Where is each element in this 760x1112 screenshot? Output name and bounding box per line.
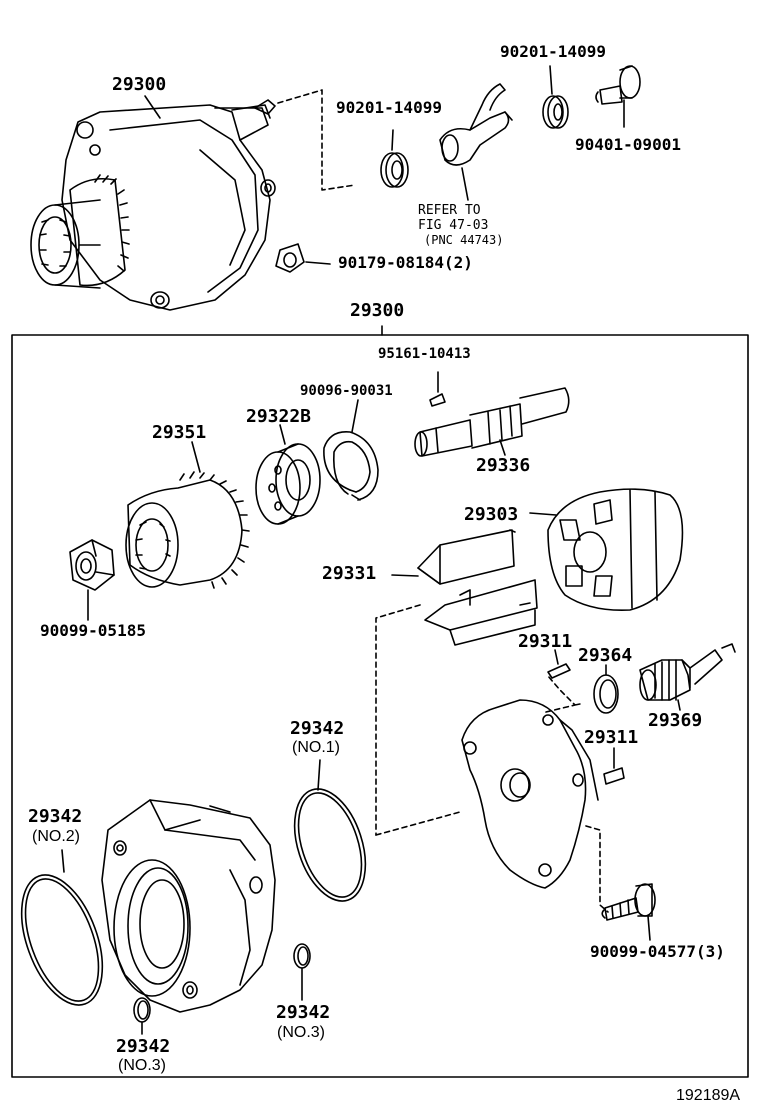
leader: [191, 441, 201, 473]
rotor: [547, 488, 684, 612]
shaft-nut: [69, 539, 115, 591]
bolt: [601, 883, 656, 921]
nut-top: [275, 243, 305, 273]
rotor-shaft: [414, 387, 570, 457]
leader: [647, 915, 651, 941]
o-ring-no1: [293, 788, 367, 902]
label-refer-2: FIG 47-03: [418, 218, 489, 233]
pin-b: [603, 767, 625, 785]
small-o-ring: [593, 674, 619, 714]
label-snap-ring: 90096-90031: [300, 383, 393, 399]
label-refer-1: REFER TO: [418, 203, 481, 218]
leader: [391, 129, 394, 151]
label-key: 95161-10413: [378, 346, 471, 362]
leader: [305, 261, 331, 265]
leader-dashed: [277, 89, 356, 191]
leader: [351, 399, 359, 433]
union-fitting: [439, 83, 513, 166]
leader-dashed: [375, 604, 421, 836]
label-o-ring-small: 29364: [578, 645, 633, 666]
ball-bearing: [255, 443, 321, 525]
label-bolt: 90099-04577(3): [590, 942, 725, 961]
exploded-view-frame: [11, 334, 749, 1078]
leader-dashed: [585, 825, 609, 913]
union-bolt: [595, 65, 641, 105]
label-29300-box: 29300: [350, 300, 405, 321]
label-refer-3: (PNC 44743): [424, 233, 504, 247]
leader: [554, 649, 559, 665]
o-ring-no2: [20, 874, 104, 1006]
leader-dashed: [545, 675, 581, 713]
label-pin-b: 29311: [584, 727, 639, 748]
label-gear: 29351: [152, 422, 207, 443]
label-o-ring-no3-left-sub: (NO.3): [118, 1057, 166, 1074]
label-shaft: 29336: [476, 455, 531, 476]
label-union-bolt: 90401-09001: [575, 135, 681, 154]
label-vane: 29331: [322, 563, 377, 584]
pump-housing: [101, 799, 276, 1013]
leader: [144, 95, 161, 119]
label-nut: 90099-05185: [40, 621, 146, 640]
label-o-ring-no2-sub: (NO.2): [32, 828, 80, 845]
leader: [279, 424, 286, 445]
vanes: [417, 529, 538, 646]
o-ring-no3-left: [133, 997, 151, 1023]
leader: [391, 574, 419, 577]
label-nut-top: 90179-08184(2): [338, 253, 473, 272]
leader: [461, 167, 469, 201]
label-gasket-left: 90201-14099: [336, 98, 442, 117]
label-o-ring-no3-right: 29342: [276, 1002, 331, 1023]
leader: [317, 759, 321, 791]
figure-id: 192189A: [676, 1087, 741, 1104]
drive-gear: [125, 471, 250, 589]
label-rotor: 29303: [464, 504, 519, 525]
pin-a: [547, 663, 571, 679]
label-o-ring-no2: 29342: [28, 806, 83, 827]
label-pin-a: 29311: [518, 631, 573, 652]
o-ring-no3-right: [293, 943, 311, 969]
label-29300-top: 29300: [112, 74, 167, 95]
leader: [61, 849, 65, 873]
woodruff-key: [429, 393, 446, 407]
leader: [529, 512, 557, 516]
label-bearing: 29322B: [246, 406, 312, 427]
leader: [677, 699, 681, 711]
label-gasket-right: 90201-14099: [500, 42, 606, 61]
leader-dashed: [375, 811, 461, 836]
snap-ring: [323, 431, 379, 501]
leader: [499, 439, 506, 456]
label-o-ring-no3-right-sub: (NO.3): [277, 1024, 325, 1041]
label-o-ring-no1-sub: (NO.1): [292, 739, 340, 756]
leader: [549, 65, 553, 95]
gasket-left: [380, 152, 409, 188]
label-o-ring-no1: 29342: [290, 718, 345, 739]
gasket-right: [542, 95, 569, 129]
check-valve: [639, 643, 736, 701]
label-o-ring-no3-left: 29342: [116, 1036, 171, 1057]
end-plate: [461, 699, 599, 889]
label-valve: 29369: [648, 710, 703, 731]
vacuum-pump-assembly: [30, 99, 276, 311]
